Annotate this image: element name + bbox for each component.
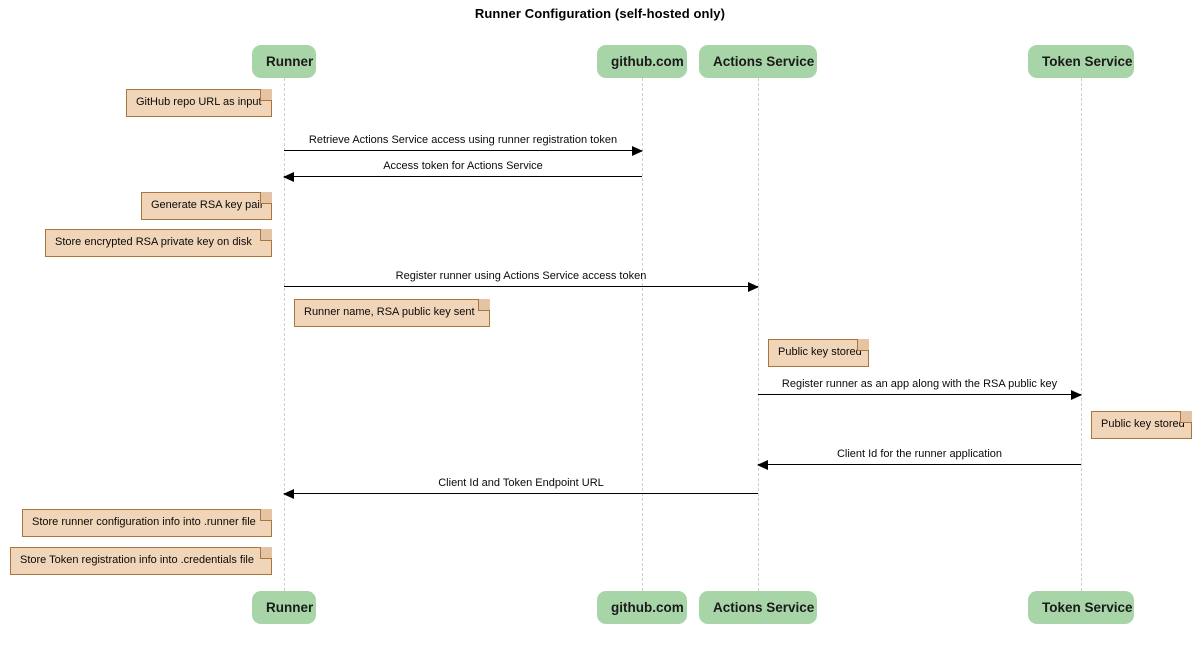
- lifeline-github: [642, 78, 643, 591]
- note-fold-corner-icon: [260, 509, 272, 521]
- note-text: Public key stored: [1101, 418, 1185, 430]
- note-fold-corner-icon: [260, 89, 272, 101]
- lifeline-token: [1081, 78, 1082, 591]
- message-m6: Client Id and Token Endpoint URL: [283, 477, 758, 499]
- note-text: Store runner configuration info into .ru…: [32, 516, 256, 528]
- participant-token-bottom[interactable]: Token Service: [1028, 591, 1134, 624]
- arrowhead-left-icon: [283, 172, 294, 182]
- participant-github-top[interactable]: github.com: [597, 45, 687, 78]
- note-fold-corner-icon: [260, 547, 272, 559]
- note-fold-corner-icon: [478, 299, 490, 311]
- note-fold-corner-icon: [1180, 411, 1192, 423]
- participant-token-top[interactable]: Token Service: [1028, 45, 1134, 78]
- message-label: Access token for Actions Service: [383, 159, 543, 172]
- note-text: Runner name, RSA public key sent: [304, 306, 475, 318]
- note-text: Store encrypted RSA private key on disk: [55, 236, 252, 248]
- note-fold-corner-icon: [857, 339, 869, 351]
- participant-actions-bottom[interactable]: Actions Service: [699, 591, 817, 624]
- message-m4: Register runner as an app along with the…: [758, 378, 1082, 400]
- message-label: Register runner using Actions Service ac…: [395, 269, 647, 282]
- arrowhead-right-icon: [1071, 390, 1082, 400]
- note-n8: Store Token registration info into .cred…: [10, 547, 272, 576]
- arrowhead-right-icon: [632, 146, 643, 156]
- note-n7: Store runner configuration info into .ru…: [22, 509, 272, 538]
- note-fold-corner-icon: [260, 229, 272, 241]
- message-label: Client Id for the runner application: [836, 447, 1003, 460]
- message-label: Client Id and Token Endpoint URL: [438, 476, 604, 489]
- message-m1: Retrieve Actions Service access using ru…: [284, 134, 643, 156]
- note-n2: Generate RSA key pair: [141, 192, 272, 221]
- arrowhead-left-icon: [757, 460, 768, 470]
- note-fold-corner-icon: [260, 192, 272, 204]
- message-label: Register runner as an app along with the…: [781, 377, 1058, 390]
- participant-github-bottom[interactable]: github.com: [597, 591, 687, 624]
- arrowhead-left-icon: [283, 489, 294, 499]
- message-m5: Client Id for the runner application: [757, 448, 1081, 470]
- participant-runner-bottom[interactable]: Runner: [252, 591, 316, 624]
- note-text: Generate RSA key pair: [151, 199, 264, 211]
- page-title: Runner Configuration (self-hosted only): [474, 6, 726, 21]
- lifeline-runner: [284, 78, 285, 591]
- lifeline-actions: [758, 78, 759, 591]
- note-text: Store Token registration info into .cred…: [20, 554, 254, 566]
- note-n4: Runner name, RSA public key sent: [294, 299, 490, 328]
- note-n5: Public key stored: [768, 339, 869, 368]
- note-text: GitHub repo URL as input: [136, 96, 262, 108]
- note-n3: Store encrypted RSA private key on disk: [45, 229, 272, 258]
- message-label: Retrieve Actions Service access using ru…: [308, 133, 618, 146]
- note-n6: Public key stored: [1091, 411, 1192, 440]
- arrowhead-right-icon: [748, 282, 759, 292]
- note-text: Public key stored: [778, 346, 862, 358]
- participant-runner-top[interactable]: Runner: [252, 45, 316, 78]
- message-m3: Register runner using Actions Service ac…: [284, 270, 759, 292]
- note-n1: GitHub repo URL as input: [126, 89, 272, 118]
- participant-actions-top[interactable]: Actions Service: [699, 45, 817, 78]
- message-m2: Access token for Actions Service: [283, 160, 642, 182]
